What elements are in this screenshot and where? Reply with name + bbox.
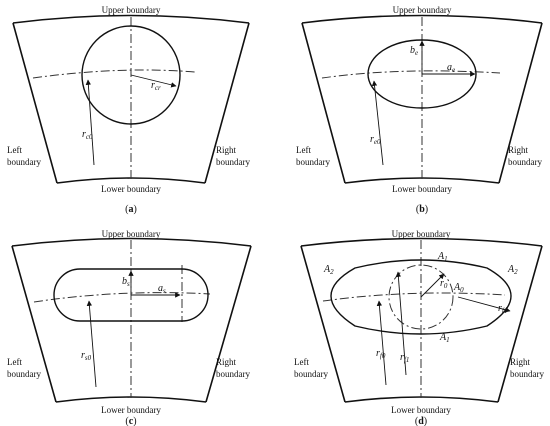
upper-boundary-arc [11,237,252,247]
upper-boundary-arc [12,14,250,24]
symbol-as: as [158,283,166,295]
symbol-rs0: rs0 [81,350,92,362]
symbol-A2-right: A2 [507,264,518,276]
symbol-rf0: rf0 [376,348,386,360]
left-boundary-label-2: boundary [7,369,41,379]
panel-c: Upper boundary Lower boundary Left bound… [7,229,252,426]
caption-c: (c) [125,416,136,426]
radius-arrow-r0 [420,273,445,298]
panel-a: Upper boundary Lower boundary Left bound… [7,5,250,215]
centerline-arc [33,292,211,303]
centerline-arc [322,292,506,302]
multi-arc-opening [330,259,512,335]
panel-b: Upper boundary Lower boundary Left bound… [296,5,543,215]
symbol-rf1: rf1 [400,352,409,364]
upper-boundary-label: Upper boundary [102,5,161,15]
symbol-re0: re0 [370,134,381,146]
right-boundary-line [497,245,543,403]
symbol-rf1-right: rf1 [498,303,507,315]
symbol-r0: r0 [440,278,448,290]
lower-boundary-label: Lower boundary [101,405,161,415]
right-boundary-line [498,22,543,184]
centerline-arc [32,69,196,79]
upper-boundary-label: Upper boundary [392,229,451,239]
right-boundary-label-1: Right [510,357,531,367]
stadium-opening [53,268,209,322]
symbol-A1-bottom: A1 [439,332,450,344]
left-boundary-line [300,245,346,403]
left-boundary-label-2: boundary [294,369,328,379]
radius-arrow-rc0 [85,79,95,166]
radius-arrow-rs0 [86,300,97,388]
left-boundary-line [11,245,57,403]
symbol-A2-left: A2 [323,264,334,276]
caption-a: (a) [125,204,137,215]
left-boundary-line [12,22,58,184]
symbol-be: be [410,45,418,57]
upper-boundary-arc [300,237,543,247]
left-boundary-line [301,22,346,184]
circular-opening [81,25,181,125]
left-boundary-label-1: Left [294,357,309,367]
radius-arrow-rf1 [395,271,407,376]
caption-b: (b) [416,204,428,215]
left-boundary-label-1: Left [7,357,22,367]
central-circle-a0 [388,264,454,330]
symbol-A1-top: A1 [437,251,448,263]
right-boundary-label-2: boundary [216,369,250,379]
upper-boundary-label: Upper boundary [102,229,161,239]
symbol-A0: A0 [453,282,464,294]
radius-arrow-rcr [130,74,177,88]
right-boundary-line [204,22,250,184]
panel-d: Upper boundary Lower boundary Left bound… [294,229,544,426]
lower-boundary-label: Lower boundary [101,184,161,194]
left-boundary-label-1: Left [7,145,22,155]
right-boundary-label-1: Right [216,357,237,367]
elliptical-opening [367,39,477,109]
left-boundary-label-2: boundary [296,157,330,167]
right-boundary-line [205,245,252,403]
left-boundary-label-2: boundary [7,157,41,167]
right-boundary-label-1: Right [508,145,529,155]
right-boundary-label-2: boundary [510,369,544,379]
right-boundary-label-2: boundary [508,157,542,167]
right-boundary-label-2: boundary [216,157,250,167]
lower-boundary-label: Lower boundary [392,184,452,194]
symbol-rcr: rcr [151,80,161,92]
right-boundary-label-1: Right [216,145,237,155]
symbol-ae: ae [447,62,455,74]
upper-boundary-label: Upper boundary [393,5,452,15]
radius-arrow-rf0 [376,300,387,386]
lower-boundary-label: Lower boundary [391,405,451,415]
symbol-rc0: rc0 [82,129,93,141]
left-boundary-label-1: Left [296,145,311,155]
caption-d: (d) [415,416,427,426]
radius-arrow-re0 [371,80,384,166]
upper-boundary-arc [301,14,543,24]
symbol-bs: bs [122,276,130,288]
radius-arrow-rf1-right [457,296,511,313]
